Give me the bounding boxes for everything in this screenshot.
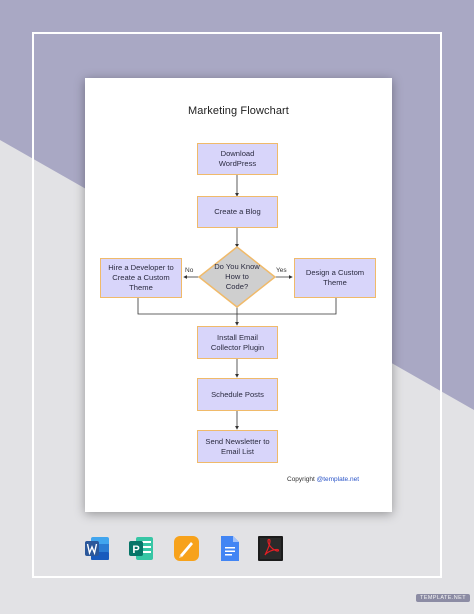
edge-label-no: No (185, 267, 194, 274)
google-docs-icon[interactable] (216, 535, 243, 562)
watermark: TEMPLATE.NET (416, 594, 470, 602)
flow-connectors (137, 175, 337, 430)
node-send-newsletter: Send Newsletter to Email List (197, 430, 278, 463)
node-design-theme: Design a Custom Theme (294, 258, 376, 298)
pdf-icon[interactable] (257, 535, 284, 562)
word-icon[interactable] (84, 535, 111, 562)
node-create-blog: Create a Blog (197, 196, 278, 228)
copyright-line: Copyright @template.net (287, 476, 359, 483)
node-install-email-plugin: Install Email Collector Plugin (197, 326, 278, 359)
document-title: Marketing Flowchart (188, 105, 289, 117)
white-frame-border (32, 32, 442, 578)
pages-icon[interactable] (173, 535, 200, 562)
edge-label-yes: Yes (276, 267, 287, 274)
publisher-icon[interactable]: P (128, 535, 155, 562)
flowchart-document: Marketing Flowchart Download WordPress C… (85, 78, 392, 512)
decision-label: Do You Know How to Code? (214, 262, 260, 291)
svg-text:P: P (132, 544, 139, 556)
node-download-wordpress: Download WordPress (197, 143, 278, 175)
node-schedule-posts: Schedule Posts (197, 378, 278, 411)
app-format-icons: P (84, 535, 284, 565)
copyright-prefix: Copyright (287, 476, 317, 483)
copyright-link[interactable]: @template.net (316, 476, 359, 483)
node-hire-developer: Hire a Developer to Create a Custom Them… (100, 258, 182, 298)
decision-diamond (197, 246, 277, 308)
